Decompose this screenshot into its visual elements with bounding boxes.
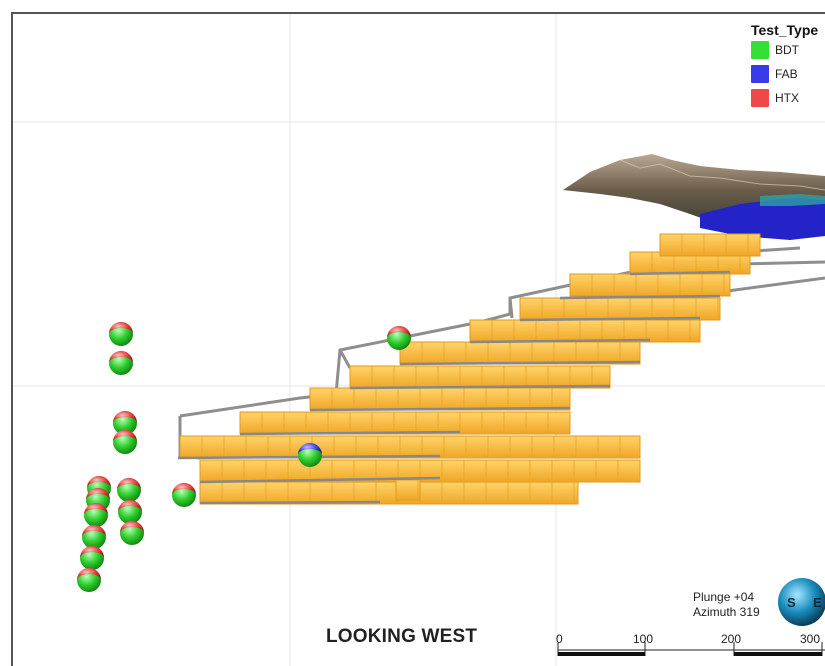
sample-sphere-htx[interactable] <box>82 525 106 549</box>
sample-sphere-htx[interactable] <box>113 411 137 435</box>
legend-label-bdt: BDT <box>775 43 799 57</box>
grid-lines <box>13 14 825 666</box>
block-row <box>519 297 721 321</box>
sphere-cap <box>80 546 104 558</box>
test-samples[interactable] <box>77 322 411 592</box>
block-row <box>569 273 731 297</box>
compass-letter-e: E <box>813 595 822 610</box>
sample-sphere-htx[interactable] <box>109 322 133 346</box>
azimuth-text: Azimuth 319 <box>693 605 760 619</box>
sample-sphere-fab[interactable] <box>298 443 322 467</box>
sample-sphere-htx[interactable] <box>120 521 144 545</box>
block-row <box>659 233 761 257</box>
legend-swatch-fab <box>751 65 769 83</box>
sphere-cap <box>77 568 101 580</box>
block-row <box>199 481 579 505</box>
sphere-cap <box>87 476 111 488</box>
sphere-cap <box>109 351 133 363</box>
compass-letter-s: S <box>787 595 796 610</box>
scale-bar <box>557 642 825 656</box>
legend-swatch-htx <box>751 89 769 107</box>
block-row <box>239 411 571 435</box>
legend-item-fab: FAB <box>751 62 825 86</box>
terrain-surface <box>563 154 825 240</box>
sphere-cap <box>118 500 142 512</box>
legend-title: Test_Type <box>751 22 819 38</box>
block-row <box>395 479 421 501</box>
sphere-cap <box>109 322 133 334</box>
scale-tick-200: 200 <box>721 632 742 646</box>
sphere-cap <box>84 503 108 515</box>
sample-sphere-htx[interactable] <box>77 568 101 592</box>
legend-item-htx: HTX <box>751 86 825 110</box>
scale-tick-100: 100 <box>633 632 654 646</box>
sphere-cap <box>82 525 106 537</box>
viewport-frame <box>11 12 825 666</box>
orientation-readout: Plunge +04 Azimuth 319 <box>693 590 760 620</box>
block-row <box>349 365 611 389</box>
sphere-cap <box>86 488 110 500</box>
block-row <box>309 387 571 411</box>
legend-label-fab: FAB <box>775 67 798 81</box>
sample-sphere-htx[interactable] <box>113 430 137 454</box>
orientation-compass[interactable]: S E <box>778 578 825 626</box>
sphere-cap <box>298 443 322 455</box>
legend-label-htx: HTX <box>775 91 799 105</box>
sphere-cap <box>120 521 144 533</box>
sample-sphere-htx[interactable] <box>387 326 411 350</box>
sample-sphere-htx[interactable] <box>109 351 133 375</box>
sample-sphere-htx[interactable] <box>84 503 108 527</box>
sphere-cap <box>113 411 137 423</box>
sample-sphere-htx[interactable] <box>118 500 142 524</box>
scale-tick-300: 300 <box>800 632 821 646</box>
legend: Test_Type BDT FAB HTX <box>751 22 825 110</box>
sphere-cap <box>172 483 196 495</box>
sample-sphere-htx[interactable] <box>172 483 196 507</box>
block-row <box>399 341 641 365</box>
sphere-cap <box>113 430 137 442</box>
sample-sphere-htx[interactable] <box>80 546 104 570</box>
scale-tick-0: 0 <box>556 632 563 646</box>
plunge-text: Plunge +04 <box>693 590 755 604</box>
sphere-cap <box>387 326 411 338</box>
block-row <box>179 435 641 459</box>
sample-sphere-htx[interactable] <box>117 478 141 502</box>
block-row <box>469 319 701 343</box>
legend-item-bdt: BDT <box>751 38 825 62</box>
legend-swatch-bdt <box>751 41 769 59</box>
sphere-cap <box>117 478 141 490</box>
block-shelf-edges <box>177 270 731 505</box>
resource-blocks <box>179 233 761 505</box>
view-direction-label: LOOKING WEST <box>326 626 478 647</box>
